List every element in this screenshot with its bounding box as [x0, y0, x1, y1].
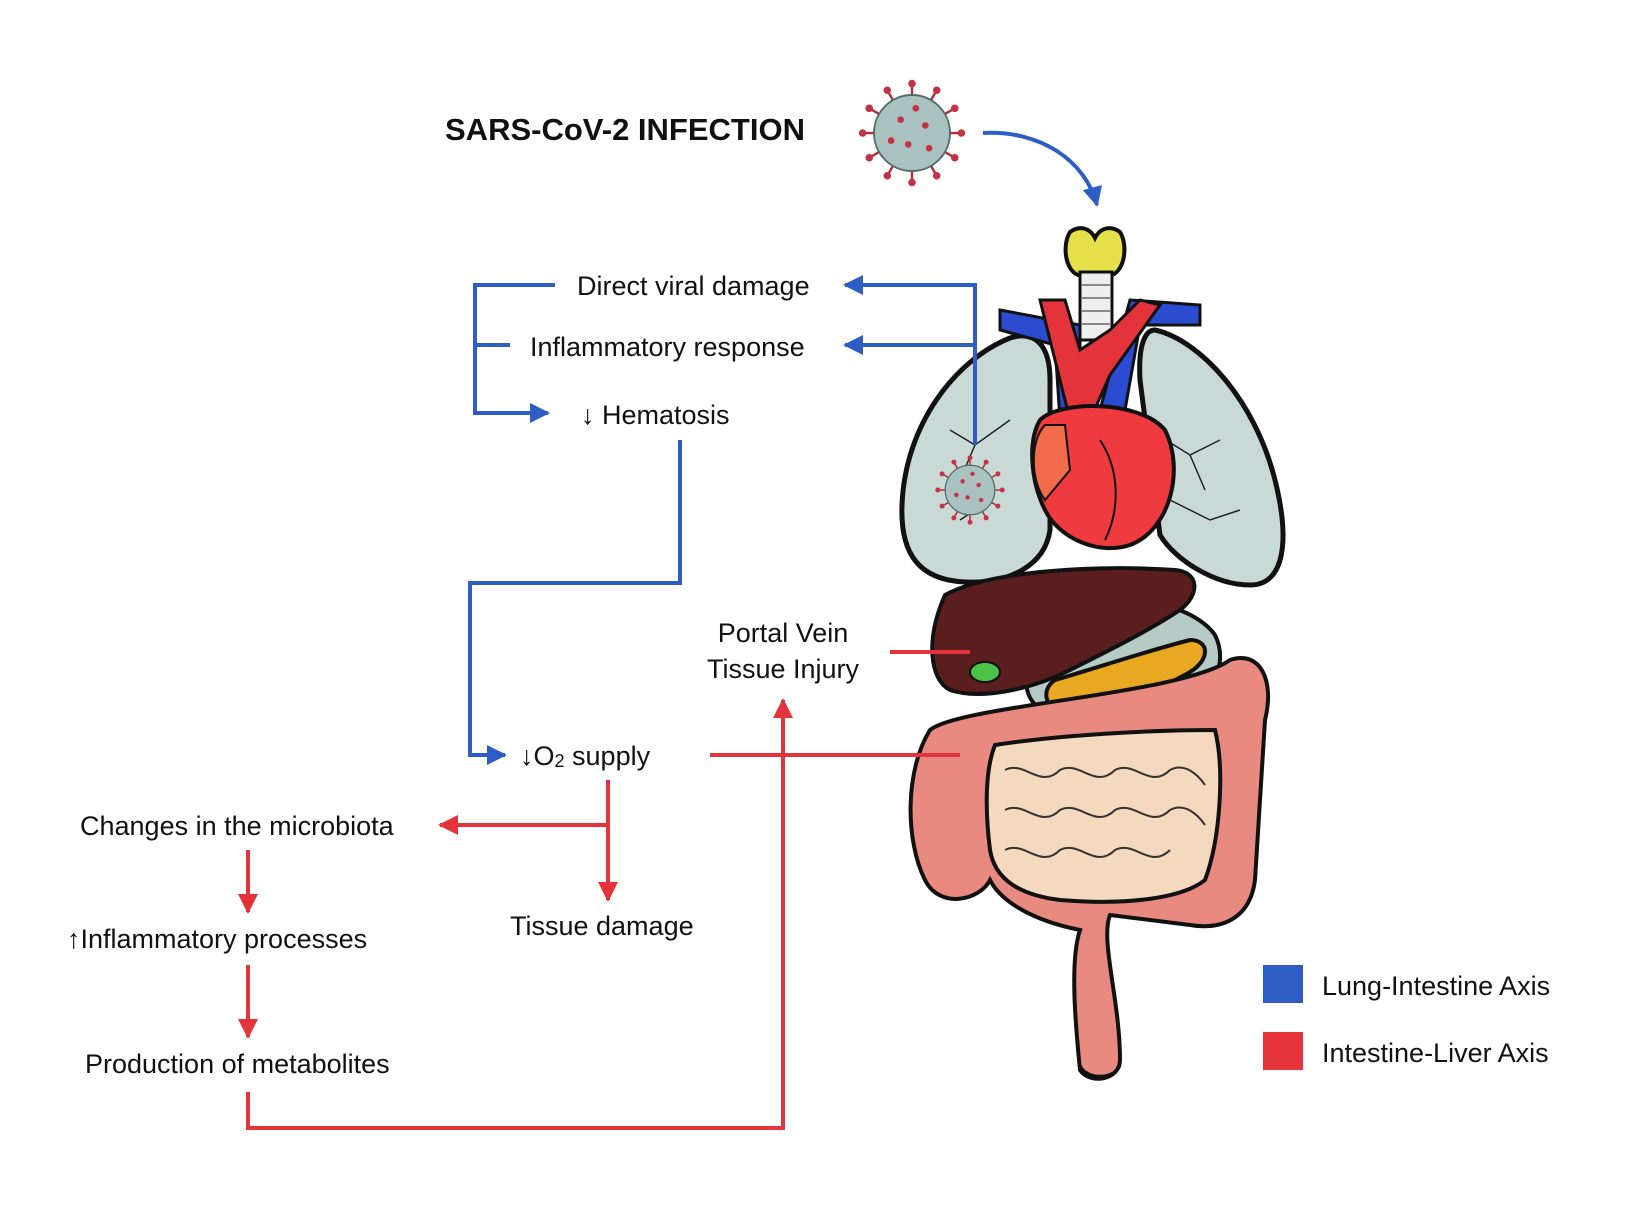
- node-tissue-injury: Tissue Injury: [707, 654, 860, 684]
- legend-swatch-intestine-liver: [1263, 1032, 1303, 1070]
- lung-to-direct-damage-arrow: [843, 275, 977, 445]
- metabolites-to-portal-vein-arrow: [246, 698, 793, 1130]
- node-portal-vein: Portal Vein: [718, 618, 849, 648]
- node-tissue-damage: Tissue damage: [510, 911, 694, 941]
- node-changes-microbiota: Changes in the microbiota: [80, 811, 395, 841]
- infection-arrow: [982, 130, 1103, 207]
- node-production-metabolites: Production of metabolites: [85, 1049, 390, 1079]
- node-direct-viral-damage: Direct viral damage: [577, 271, 810, 301]
- bracket-to-hematosis-arrow: [473, 283, 555, 423]
- node-o2-supply: ↓O2 supply: [520, 741, 651, 771]
- legend-swatch-lung-intestine: [1263, 965, 1303, 1003]
- lungs-icon: [899, 327, 1286, 588]
- virus-icon: [857, 78, 967, 188]
- node-inflammatory-response: Inflammatory response: [530, 332, 805, 362]
- thyroid-icon: [1063, 226, 1127, 277]
- trachea-icon: [1078, 270, 1114, 342]
- hematosis-to-o2-arrow: [468, 440, 682, 765]
- legend-label-lung-intestine: Lung-Intestine Axis: [1322, 971, 1550, 1001]
- node-hematosis: ↓ Hematosis: [581, 400, 730, 430]
- o2-to-microbiota-arrow: [438, 780, 610, 835]
- heart-icon: [1030, 404, 1176, 551]
- liver-icon: [930, 566, 1197, 696]
- rectum-icon: [1078, 1064, 1122, 1078]
- legend: Lung-Intestine Axis Intestine-Liver Axis: [1263, 965, 1550, 1070]
- gallbladder-icon: [969, 661, 1001, 683]
- node-inflammatory-processes: ↑Inflammatory processes: [67, 924, 367, 954]
- small-intestine-icon: [984, 727, 1223, 904]
- title: SARS-CoV-2 INFECTION: [445, 112, 805, 147]
- organ-illustration: [899, 226, 1286, 1081]
- legend-label-intestine-liver: Intestine-Liver Axis: [1322, 1038, 1549, 1068]
